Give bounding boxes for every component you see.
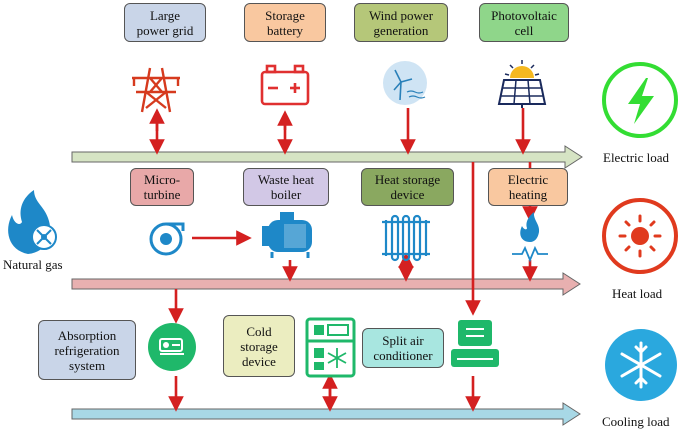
absorption-refrigeration-label: Absorption refrigeration system	[38, 320, 136, 380]
cold-storage-label: Cold storage device	[223, 315, 295, 377]
electric-heater-icon	[512, 212, 548, 263]
electric-bus	[71, 145, 583, 169]
electric-heating-label: Electric heating	[488, 168, 568, 206]
micro-turbine-label: Micro- turbine	[130, 168, 194, 206]
cooling-bus	[71, 402, 581, 426]
waste-heat-boiler-label: Waste heat boiler	[243, 168, 329, 206]
photovoltaic-label: Photovoltaic cell	[479, 3, 569, 42]
sun-icon	[602, 198, 678, 274]
large-power-grid-label: Large power grid	[124, 3, 206, 42]
solar-panel-icon	[497, 60, 547, 108]
heat-storage-label: Heat storage device	[361, 168, 454, 206]
split-ac-label: Split air conditioner	[362, 328, 444, 368]
natural-gas-label: Natural gas	[3, 257, 63, 272]
battery-icon	[260, 64, 310, 106]
gas-flame-icon	[8, 190, 57, 254]
air-conditioner-icon	[451, 320, 499, 367]
refrigeration-unit-icon	[148, 323, 196, 371]
electric-load-label: Electric load	[603, 150, 670, 165]
storage-battery-label: Storage battery	[244, 3, 326, 42]
heat-bus	[71, 272, 581, 296]
wind-power-label: Wind power generation	[354, 3, 448, 42]
wind-turbine-icon	[383, 61, 427, 105]
snowflake-icon	[605, 329, 677, 401]
refrigerator-icon	[305, 317, 356, 378]
lightning-icon	[602, 62, 678, 138]
heat-exchanger-icon	[382, 214, 430, 262]
power-tower-icon	[132, 67, 180, 113]
cooling-load-label: Cooling load	[602, 414, 670, 429]
turbine-icon	[149, 222, 185, 256]
heat-load-label: Heat load	[612, 286, 663, 301]
boiler-icon	[262, 212, 312, 258]
